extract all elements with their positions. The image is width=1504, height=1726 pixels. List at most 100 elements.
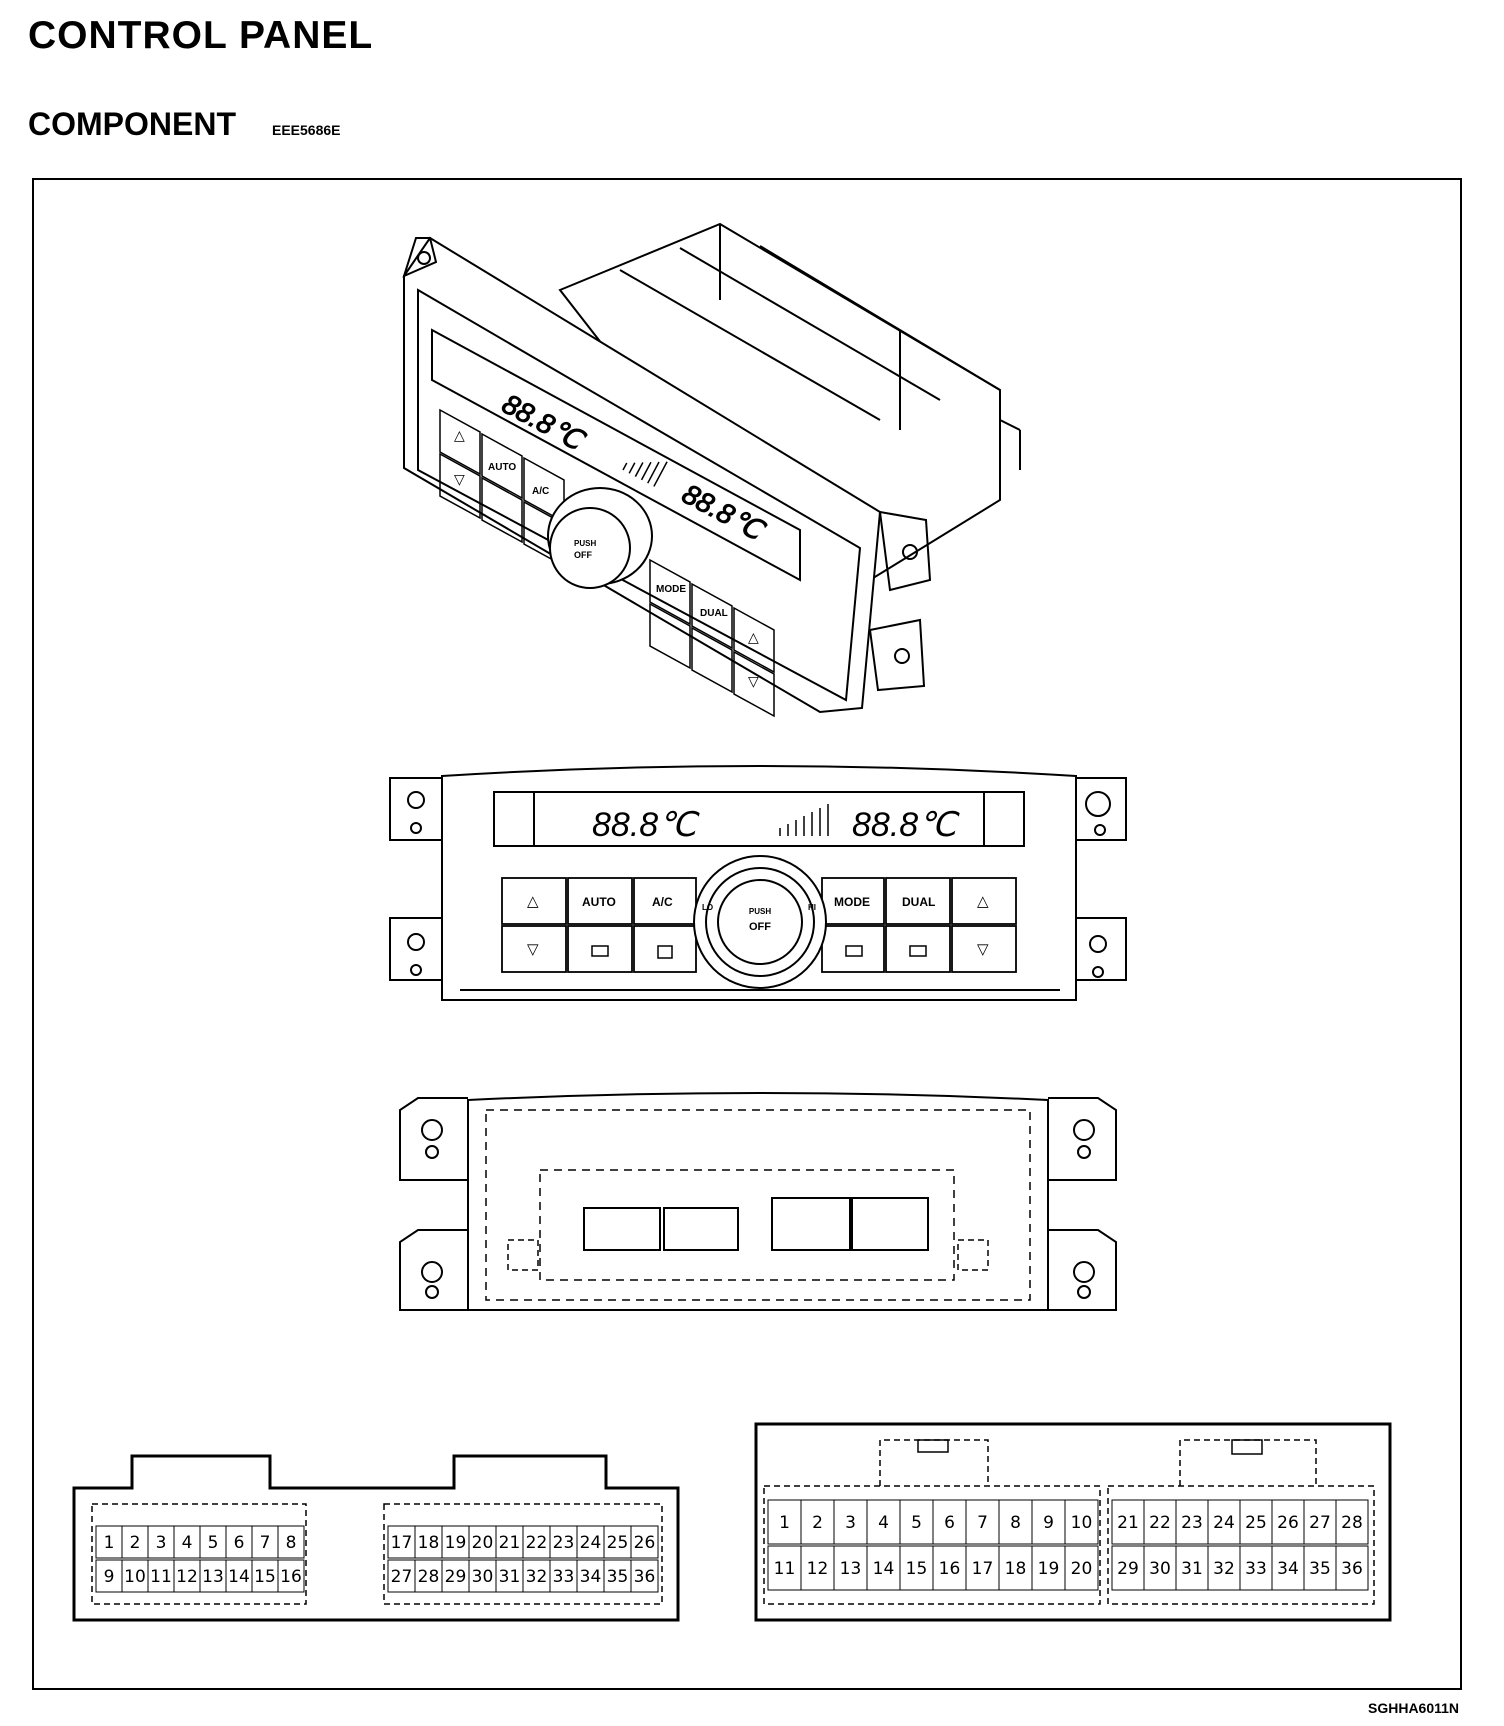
front-dual-label: DUAL bbox=[902, 895, 935, 909]
front-dual-button[interactable] bbox=[885, 877, 951, 925]
pin-number: 32 bbox=[1213, 1559, 1235, 1579]
diagram-frame bbox=[32, 178, 1462, 1690]
front-display-right: 88.8℃ bbox=[852, 806, 960, 844]
pin-number: 14 bbox=[228, 1567, 250, 1587]
front-rear-defrost-button[interactable] bbox=[633, 925, 697, 973]
iso-ac-label: A/C bbox=[532, 486, 549, 497]
pin-number: 6 bbox=[944, 1513, 955, 1533]
pin-cell bbox=[1335, 1545, 1369, 1591]
fan-speed-bar bbox=[779, 804, 829, 836]
pin-number: 36 bbox=[1341, 1559, 1363, 1579]
pin-number: 21 bbox=[1117, 1513, 1139, 1533]
defrost-icon bbox=[591, 945, 609, 957]
pin-number: 15 bbox=[254, 1567, 276, 1587]
pin-number: 28 bbox=[418, 1567, 440, 1587]
pin-number: 33 bbox=[553, 1567, 575, 1587]
knob-push-label: PUSH bbox=[749, 907, 771, 916]
pin-cell bbox=[277, 1559, 305, 1593]
pin-number: 35 bbox=[607, 1567, 629, 1587]
pin-number: 36 bbox=[634, 1567, 656, 1587]
pin-number: 31 bbox=[1181, 1559, 1203, 1579]
pin-number: 4 bbox=[878, 1513, 889, 1533]
page-title: CONTROL PANEL bbox=[28, 14, 374, 57]
pin-number: 30 bbox=[472, 1567, 494, 1587]
pin-number: 29 bbox=[1117, 1559, 1139, 1579]
pin-number: 5 bbox=[911, 1513, 922, 1533]
pin-number: 9 bbox=[1043, 1513, 1054, 1533]
front-auto-button[interactable] bbox=[567, 877, 633, 925]
pin-number: 19 bbox=[1038, 1559, 1060, 1579]
front-mode-label: MODE bbox=[834, 895, 870, 909]
front-down-left-label: ▽ bbox=[527, 941, 539, 958]
knob-off-label: OFF bbox=[749, 921, 771, 933]
pin-number: 12 bbox=[807, 1559, 829, 1579]
pin-number: 3 bbox=[156, 1533, 167, 1553]
pin-number: 1 bbox=[779, 1513, 790, 1533]
pin-number: 16 bbox=[280, 1567, 302, 1587]
front-temp-down-left-button[interactable] bbox=[501, 925, 567, 973]
figure-code: SGHHA6011N bbox=[1368, 1700, 1460, 1716]
pin-number: 27 bbox=[391, 1567, 413, 1587]
pin-number: 13 bbox=[840, 1559, 862, 1579]
iso-auto-label: AUTO bbox=[488, 462, 516, 473]
pin-number: 2 bbox=[130, 1533, 141, 1553]
rear-view-panel bbox=[399, 1092, 1117, 1311]
pin-number: 15 bbox=[906, 1559, 928, 1579]
pin-number: 25 bbox=[1245, 1513, 1267, 1533]
pin-number: 18 bbox=[1005, 1559, 1027, 1579]
pin-number: 17 bbox=[972, 1559, 994, 1579]
pin-number: 1 bbox=[104, 1533, 115, 1553]
pin-cell bbox=[630, 1525, 659, 1559]
front-up-right-label: △ bbox=[977, 893, 989, 910]
pin-cell bbox=[1064, 1499, 1099, 1545]
pin-number: 16 bbox=[939, 1559, 961, 1579]
pin-number: 31 bbox=[499, 1567, 521, 1587]
front-up-left-label: △ bbox=[527, 893, 539, 910]
pin-number: 9 bbox=[104, 1567, 115, 1587]
pin-cell bbox=[1064, 1545, 1099, 1591]
pin-number: 20 bbox=[472, 1533, 494, 1553]
pin-cell bbox=[1335, 1499, 1369, 1545]
front-recirc-button[interactable] bbox=[821, 925, 885, 973]
pin-number: 32 bbox=[526, 1567, 548, 1587]
pin-number: 17 bbox=[391, 1533, 413, 1553]
pin-number: 8 bbox=[286, 1533, 297, 1553]
front-defrost-button[interactable] bbox=[567, 925, 633, 973]
pin-number: 28 bbox=[1341, 1513, 1363, 1533]
pin-number: 5 bbox=[208, 1533, 219, 1553]
pin-number: 19 bbox=[445, 1533, 467, 1553]
knob-lo-label: LO bbox=[702, 903, 713, 912]
recirc-icon bbox=[845, 945, 863, 957]
isometric-control-unit: 88.8℃ 88.8℃ △ ▽ AUTO A/C MODE DUAL bbox=[402, 222, 1021, 718]
front-ac-button[interactable] bbox=[633, 877, 697, 925]
pin-number: 22 bbox=[1149, 1513, 1171, 1533]
power-knob[interactable] bbox=[717, 879, 803, 965]
pin-number: 35 bbox=[1309, 1559, 1331, 1579]
pin-number: 8 bbox=[1010, 1513, 1021, 1533]
pin-number: 10 bbox=[124, 1567, 146, 1587]
front-temp-down-right-button[interactable] bbox=[951, 925, 1017, 973]
front-fresh-button[interactable] bbox=[885, 925, 951, 973]
document-code: EEE5686E bbox=[272, 122, 341, 138]
pin-number: 11 bbox=[150, 1567, 172, 1587]
rear-defrost-icon bbox=[657, 945, 673, 959]
pin-number: 7 bbox=[260, 1533, 271, 1553]
rear-connector-2 bbox=[663, 1207, 739, 1251]
iso-down-right-label: ▽ bbox=[748, 673, 759, 689]
pin-number: 12 bbox=[176, 1567, 198, 1587]
rear-connector-1 bbox=[583, 1207, 661, 1251]
front-temp-up-left-button[interactable] bbox=[501, 877, 567, 925]
rear-connector-4 bbox=[851, 1197, 929, 1251]
pin-number: 13 bbox=[202, 1567, 224, 1587]
pin-number: 11 bbox=[774, 1559, 796, 1579]
iso-up-right-label: △ bbox=[748, 629, 759, 645]
pin-number: 30 bbox=[1149, 1559, 1171, 1579]
front-temp-up-right-button[interactable] bbox=[951, 877, 1017, 925]
pin-number: 4 bbox=[182, 1533, 193, 1553]
pin-cell bbox=[277, 1525, 305, 1559]
front-view-panel: 88.8℃ 88.8℃ △ ▽ AUTO A/C MODE DUAL bbox=[389, 765, 1127, 1001]
pin-number: 26 bbox=[1277, 1513, 1299, 1533]
pin-number: 26 bbox=[634, 1533, 656, 1553]
